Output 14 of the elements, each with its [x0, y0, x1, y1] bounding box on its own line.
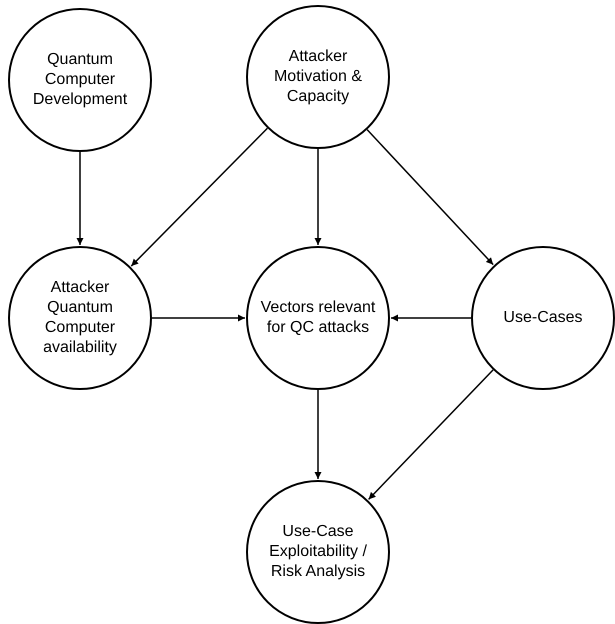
node-label: Attacker Quantum Computer availability [42, 278, 118, 358]
node-label: Quantum Computer Development [32, 50, 128, 110]
arrow [152, 314, 245, 322]
node-label: Attacker Motivation & Capacity [272, 47, 364, 107]
arrow [314, 390, 322, 479]
arrow [391, 314, 471, 322]
arrow [314, 149, 322, 245]
arrow [130, 128, 268, 267]
node-label: Use-Cases [503, 308, 583, 328]
node-label: Vectors relevant for QC attacks [260, 298, 376, 338]
node-label: Use-Case Exploitability / Risk Analysis [268, 522, 368, 582]
arrow [366, 129, 494, 266]
arrow [76, 152, 84, 245]
arrow [368, 369, 494, 500]
